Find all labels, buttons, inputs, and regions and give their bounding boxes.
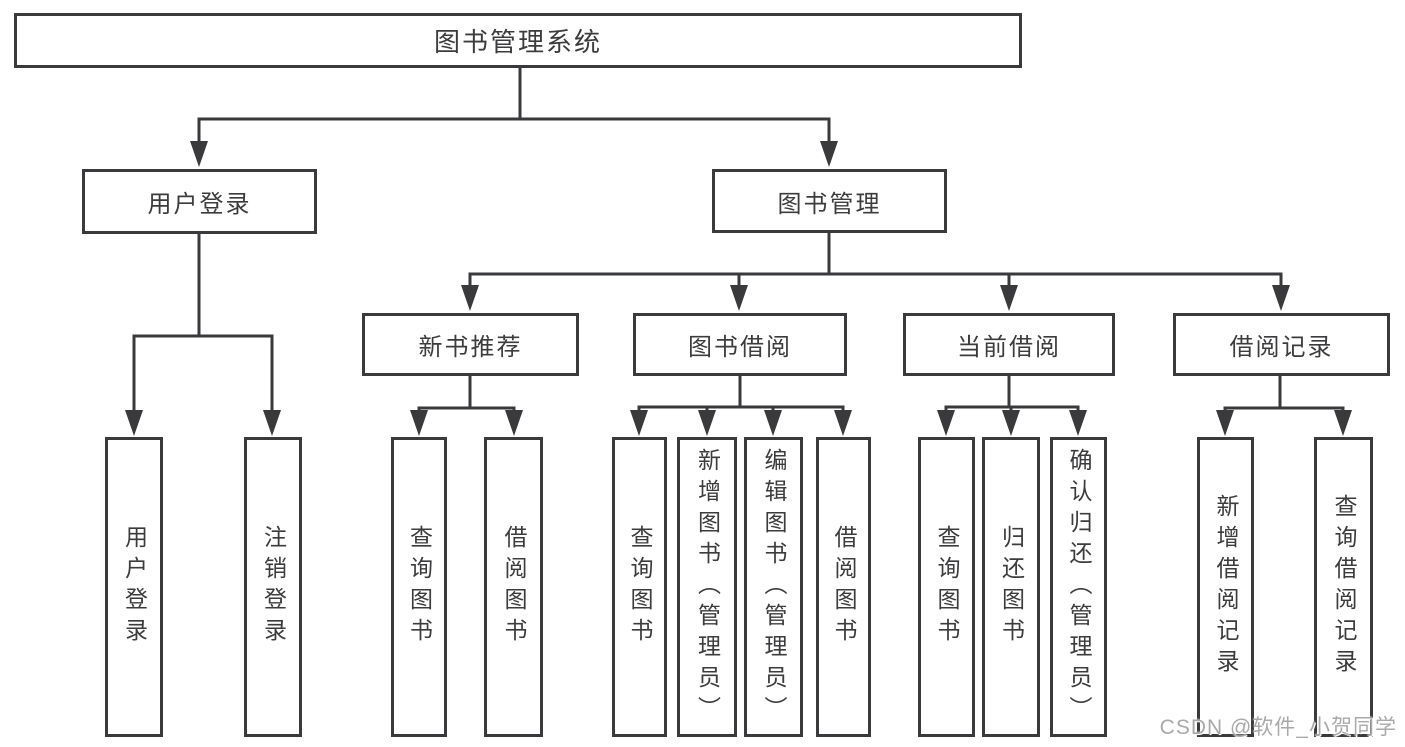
arrow-icon [125, 410, 143, 436]
arrow-icon [937, 410, 955, 436]
leaf-query-books-borrowing: 查询图书 [612, 437, 667, 737]
arrow-icon [505, 410, 523, 436]
arrow-icon [263, 410, 281, 436]
leaf-edit-books-admin: 编辑图书（管理员） [744, 437, 803, 737]
node-label: 图书管理 [777, 190, 882, 218]
leaf-confirm-return-admin: 确认归还（管理员） [1050, 437, 1107, 737]
leaf-label: 查询图书 [627, 525, 653, 649]
arrow-icon [630, 410, 648, 436]
leaf-add-books-admin: 新增图书（管理员） [677, 437, 737, 737]
leaf-borrow-books-borrowing: 借阅图书 [816, 437, 871, 737]
leaf-label: 借阅图书 [501, 525, 527, 649]
arrow-icon [410, 410, 428, 436]
arrow-icon [698, 410, 716, 436]
leaf-query-books-current: 查询图书 [918, 437, 975, 737]
watermark: CSDN @软件_小贺同学 [1159, 716, 1397, 739]
leaf-return-books: 归还图书 [982, 437, 1040, 737]
node-label: 新书推荐 [418, 334, 523, 361]
node-user-login: 用户登录 [82, 169, 317, 234]
arrow-icon [1334, 410, 1352, 436]
arrow-icon [1000, 285, 1018, 311]
leaf-label: 注销登录 [260, 525, 287, 649]
arrow-icon [730, 285, 748, 311]
connector-stubs [197, 67, 1282, 412]
leaf-label: 新增借阅记录 [1213, 494, 1239, 680]
connector-brackets [132, 117, 1345, 412]
leaf-user-login: 用户登录 [105, 437, 163, 737]
node-label: 图书借阅 [688, 334, 792, 361]
arrow-icon [1069, 410, 1087, 436]
arrow-icon [1272, 285, 1290, 311]
node-current-borrowing: 当前借阅 [903, 313, 1115, 376]
arrowheads [125, 141, 1352, 436]
leaf-label: 查询借阅记录 [1331, 494, 1357, 680]
arrow-icon [461, 285, 479, 311]
leaf-label: 用户登录 [121, 525, 148, 649]
leaf-logout: 注销登录 [244, 437, 302, 737]
arrow-icon [1216, 410, 1234, 436]
leaf-label: 编辑图书（管理员） [761, 447, 787, 727]
arrow-icon [1002, 410, 1020, 436]
arrow-icon [764, 410, 782, 436]
node-book-management: 图书管理 [712, 169, 947, 233]
arrow-icon [820, 141, 838, 167]
leaf-label: 查询图书 [934, 525, 960, 649]
arrow-icon [190, 141, 208, 167]
node-label: 用户登录 [147, 191, 252, 218]
node-book-borrowing: 图书借阅 [633, 313, 847, 376]
node-borrowing-records: 借阅记录 [1173, 313, 1390, 376]
arrow-icon [834, 410, 852, 436]
leaf-label: 归还图书 [998, 525, 1025, 649]
leaf-borrow-books-recommend: 借阅图书 [484, 437, 543, 737]
node-label: 图书管理系统 [433, 27, 602, 57]
leaf-query-borrow-record: 查询借阅记录 [1314, 437, 1373, 737]
leaf-query-books-recommend: 查询图书 [391, 437, 447, 737]
node-library-management-system: 图书管理系统 [14, 13, 1022, 68]
leaf-label: 新增图书（管理员） [694, 447, 721, 727]
leaf-label: 确认归还（管理员） [1066, 447, 1092, 727]
connector-paths [132, 67, 1345, 412]
leaf-label: 查询图书 [406, 525, 433, 649]
leaf-label: 借阅图书 [831, 525, 857, 649]
node-label: 当前借阅 [957, 334, 1061, 361]
leaf-add-borrow-record: 新增借阅记录 [1197, 437, 1254, 737]
node-new-book-recommendation: 新书推荐 [362, 313, 579, 376]
node-label: 借阅记录 [1229, 334, 1334, 361]
